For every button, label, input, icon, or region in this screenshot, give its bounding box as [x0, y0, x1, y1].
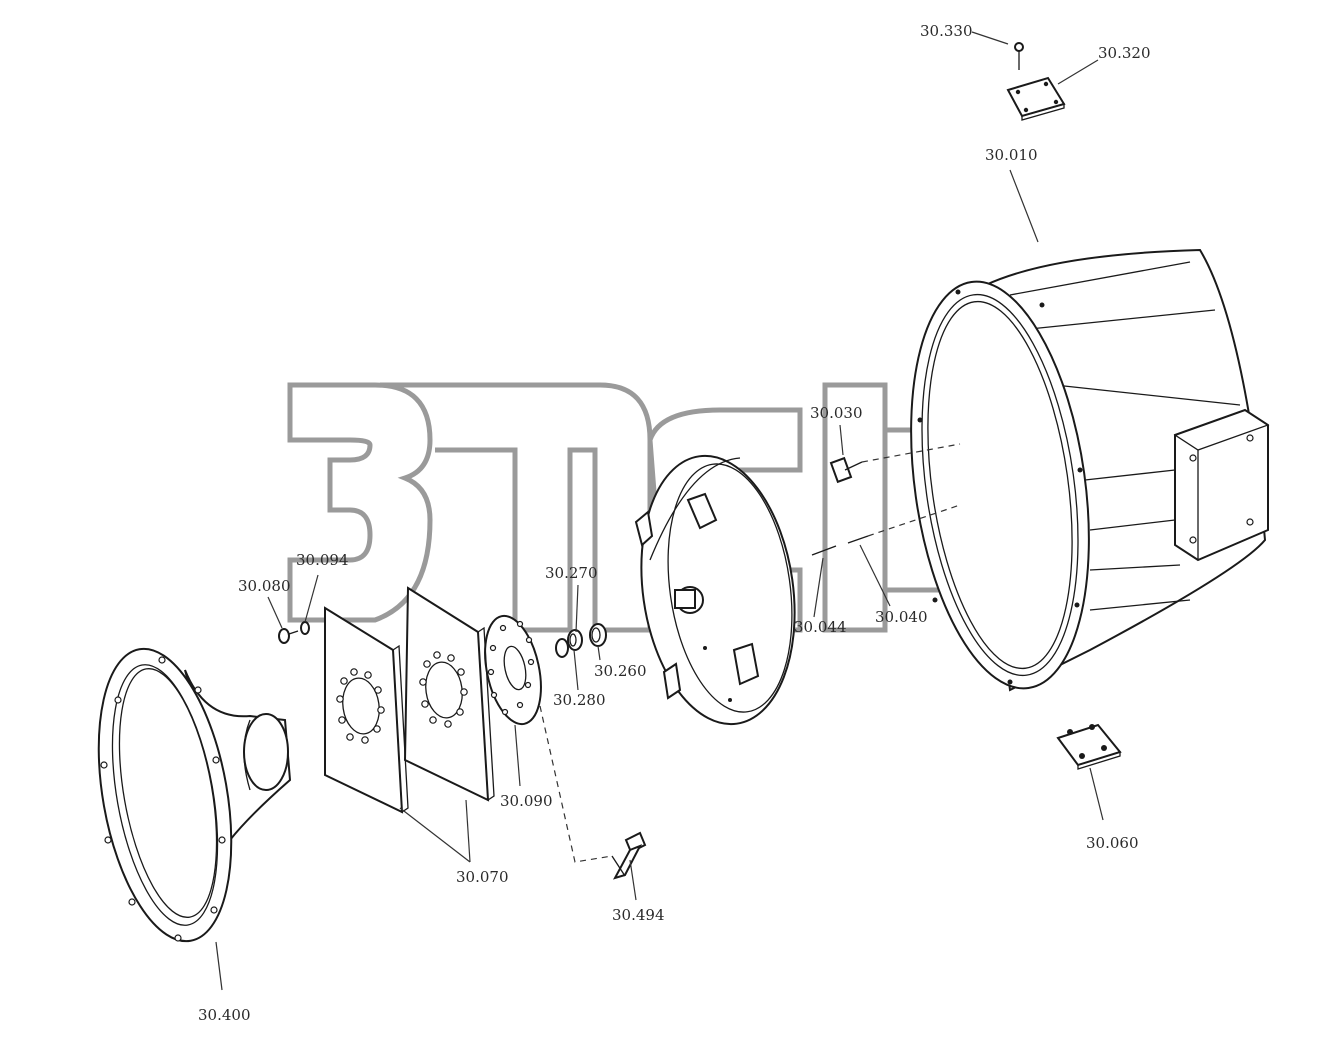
part-30-330-screw: [1014, 42, 1024, 70]
label-30-320: 30.320: [1098, 44, 1151, 62]
label-30-494: 30.494: [612, 906, 665, 924]
label-30-270: 30.270: [545, 564, 598, 582]
label-30-010: 30.010: [985, 146, 1038, 164]
label-30-030: 30.030: [810, 404, 863, 422]
part-end-shield: [634, 454, 796, 726]
part-30-094-washer: [300, 621, 310, 635]
part-30-090-gasket: [484, 614, 542, 726]
label-30-040: 30.040: [875, 608, 928, 626]
label-30-094: 30.094: [296, 551, 349, 569]
part-30-060-bracket: [1056, 723, 1122, 770]
leader-lines: [215, 31, 1104, 991]
part-30-260-bearing: [589, 623, 607, 647]
label-30-044: 30.044: [794, 618, 847, 636]
part-30-400-flange: [97, 647, 292, 943]
part-30-080-screw: [278, 628, 299, 644]
part-30-070-plate-front: [324, 606, 409, 814]
label-30-080: 30.080: [238, 577, 291, 595]
part-30-494-bolt: [611, 831, 647, 880]
part-30-030-bolt: [829, 443, 961, 484]
part-30-070-plate-rear: [403, 586, 495, 802]
label-30-090: 30.090: [500, 792, 553, 810]
label-30-280: 30.280: [553, 691, 606, 709]
part-30-320-plate: [1006, 76, 1066, 121]
label-30-400: 30.400: [198, 1006, 251, 1024]
part-30-280-ring: [567, 629, 583, 651]
part-30-270-ring: [555, 638, 569, 658]
part-30-010-housing: [910, 248, 1270, 692]
part-labels: 30.330 30.320 30.010 30.030 30.094 30.08…: [198, 22, 1151, 1024]
label-30-060: 30.060: [1086, 834, 1139, 852]
part-30-040-pin: [847, 504, 961, 544]
label-30-330: 30.330: [920, 22, 973, 40]
label-30-260: 30.260: [594, 662, 647, 680]
part-30-044-pin: [811, 545, 837, 556]
label-30-070: 30.070: [456, 868, 509, 886]
